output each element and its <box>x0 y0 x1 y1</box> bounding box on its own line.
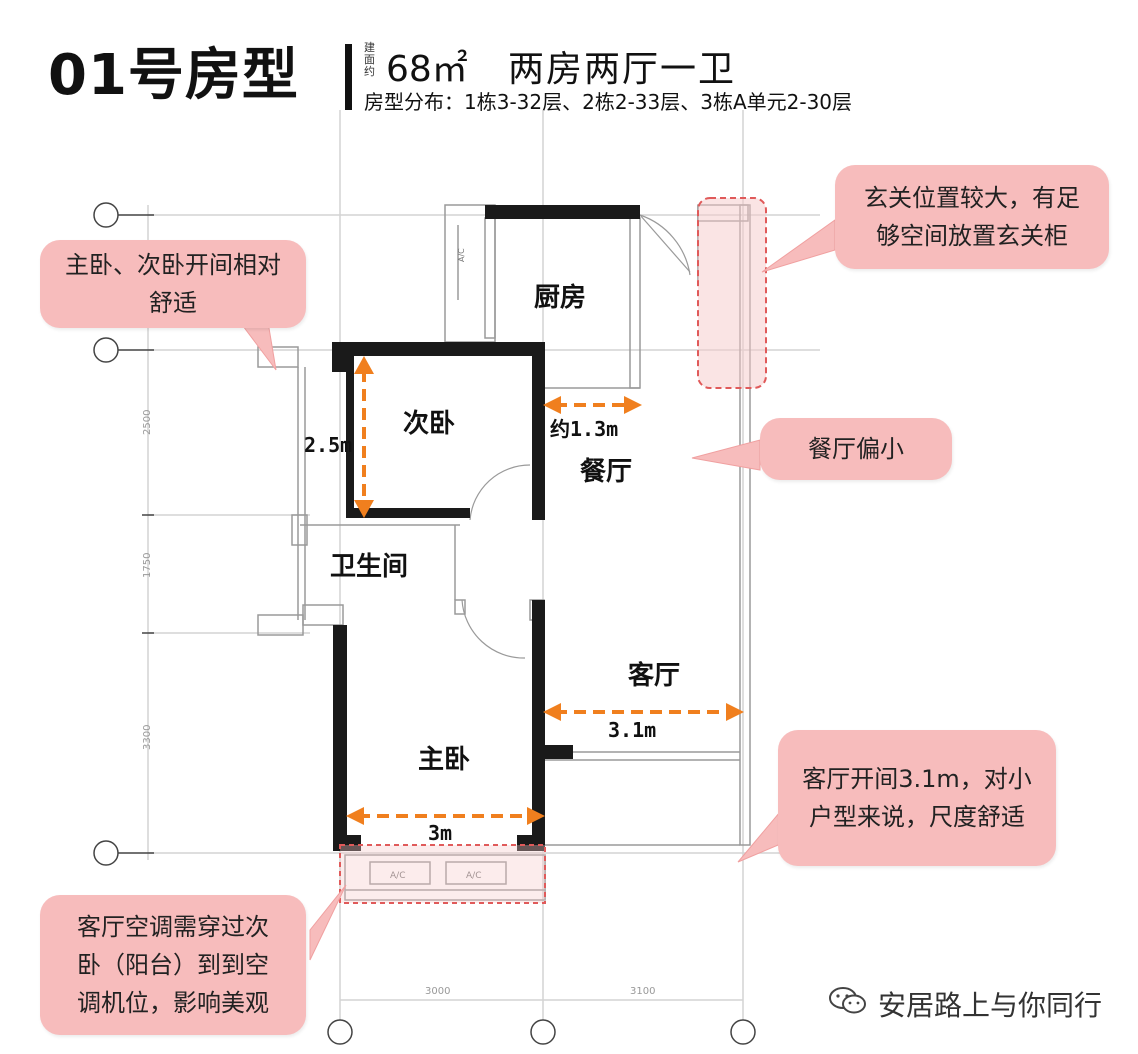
axis-label-bottom-2: 3100 <box>630 986 655 997</box>
callout-bedrooms-line-1: 主卧、次卧开间相对 <box>65 251 281 279</box>
room-label-bathroom: 卫生间 <box>330 552 408 582</box>
callout-ac: 客厅空调需穿过次 卧（阳台）到到空 调机位，影响美观 <box>40 895 306 1035</box>
axis-label-bottom-1: 3000 <box>425 986 450 997</box>
area-label: 建面约 <box>364 41 375 78</box>
watermark: 安居路上与你同行 <box>828 984 1102 1024</box>
room-label-second-bedroom: 次卧 <box>403 409 455 439</box>
highlight-boxes <box>339 197 767 904</box>
axis-ticks <box>118 214 154 854</box>
dim-master: 3m <box>428 821 452 845</box>
ac-mark-1: A/C <box>457 248 466 262</box>
callout-bedrooms-line-2: 舒适 <box>149 289 197 317</box>
room-label-master-bedroom: 主卧 <box>418 745 470 775</box>
title-divider <box>345 44 352 110</box>
callout-foyer: 玄关位置较大，有足 够空间放置玄关柜 <box>835 165 1109 269</box>
axis-label-left-2: 1750 <box>142 553 153 578</box>
callout-pointers <box>239 219 836 961</box>
dimension-arrowheads <box>346 356 744 825</box>
door-swings <box>461 214 691 659</box>
callout-dining-line-1: 餐厅偏小 <box>808 435 904 463</box>
room-label-dining: 餐厅 <box>580 457 632 487</box>
axis-label-left-1: 2500 <box>142 410 153 435</box>
callout-ac-line-2: 卧（阳台）到到空 <box>77 951 269 979</box>
dim-dining: 约1.3m <box>550 417 618 441</box>
header: 01号房型 建面约 68㎡ 两房两厅一卫 房型分布：1栋3-32层、2栋2-33… <box>0 0 1138 120</box>
axis-markers <box>93 202 756 1045</box>
area-value: 68㎡ <box>386 49 468 90</box>
axis-label-left-3: 3300 <box>142 725 153 750</box>
dimension-arrows <box>358 370 730 818</box>
ac-mark-2: A/C <box>390 871 405 881</box>
page-title: 01号房型 <box>48 43 299 108</box>
watermark-text: 安居路上与你同行 <box>877 989 1102 1022</box>
callout-ac-line-1: 客厅空调需穿过次 <box>77 913 269 941</box>
room-label-living: 客厅 <box>628 660 680 691</box>
callout-bedrooms: 主卧、次卧开间相对 舒适 <box>40 240 306 328</box>
dim-living: 3.1m <box>608 718 656 742</box>
ac-mark-3: A/C <box>466 871 481 881</box>
layout-type: 两房两厅一卫 <box>508 49 737 90</box>
room-label-kitchen: 厨房 <box>534 283 586 313</box>
distribution-text: 房型分布：1栋3-32层、2栋2-33层、3栋A单元2-30层 <box>364 90 853 114</box>
dim-second-bedroom: 2.5m <box>304 433 352 457</box>
callout-foyer-line-2: 够空间放置玄关柜 <box>876 222 1068 250</box>
callout-living-line-1: 客厅开间3.1m，对小 <box>802 765 1032 793</box>
callout-ac-line-3: 调机位，影响美观 <box>77 989 269 1017</box>
wechat-icon <box>828 986 868 1023</box>
callout-living: 客厅开间3.1m，对小 户型来说，尺度舒适 <box>778 730 1056 866</box>
callout-living-line-2: 户型来说，尺度舒适 <box>809 803 1025 831</box>
thick-walls <box>332 205 640 851</box>
callout-dining: 餐厅偏小 <box>760 418 952 480</box>
callout-foyer-line-1: 玄关位置较大，有足 <box>864 184 1080 212</box>
